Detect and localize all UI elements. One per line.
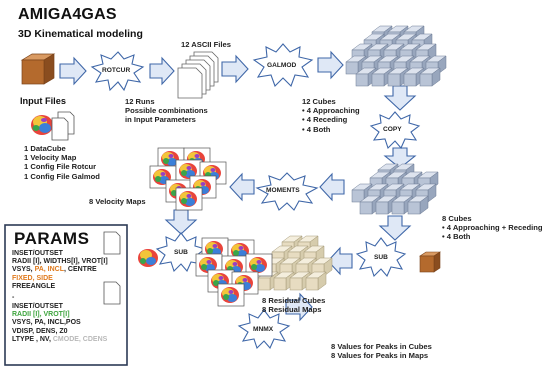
label-cubes-12: 12 Cubes • 4 Approaching • 4 Receding • … <box>302 97 360 134</box>
arrow-residual-to-mnmx <box>285 292 313 322</box>
input-datacube-icon <box>20 53 56 85</box>
arrow-galmod-to-cubes <box>317 50 344 80</box>
label-peaks: 8 Values for Peaks in Cubes 8 Values for… <box>331 342 432 361</box>
ascii-files-icon <box>177 51 219 99</box>
residual-maps-stack-icon <box>195 237 273 307</box>
datacube-small-icon <box>419 251 441 273</box>
step-copy: COPY <box>383 126 402 133</box>
copy-burst <box>369 111 421 150</box>
velocity-map-single-icon <box>138 249 158 267</box>
step-rotcur: ROTCUR <box>102 67 131 74</box>
sub-right-burst <box>355 237 407 278</box>
step-sub-right: SUB <box>374 254 388 261</box>
step-mnmx: MNMX <box>253 326 274 333</box>
arrow-ascii-to-galmod <box>221 54 249 84</box>
rotcur-burst <box>90 51 145 92</box>
step-moments: MOMENTS <box>266 187 300 194</box>
label-input-files: Input Files <box>20 96 66 106</box>
arrow-input-to-rotcur <box>59 56 87 86</box>
diagram-subtitle: 3D Kinematical modeling <box>18 28 143 40</box>
config-file-icons <box>51 111 75 141</box>
params-separator: - <box>12 294 15 301</box>
arrow-rotcur-to-ascii <box>149 56 175 86</box>
step-galmod: GALMOD <box>267 62 297 69</box>
label-residuals: 8 Residual Cubes 8 Residual Maps <box>262 296 326 315</box>
params-group-galmod: INSET/OUTSET RADII [I], VROT[I] VSYS, PA… <box>12 303 108 343</box>
galmod-burst <box>252 43 314 87</box>
arrow-sub-to-residual <box>327 246 353 276</box>
moments-burst <box>255 172 319 211</box>
input-velocity-map-icon <box>31 115 53 135</box>
label-cubes-8: 8 Cubes • 4 Approaching + Receding • 4 B… <box>442 214 542 242</box>
diagram-title: AMIGA4GAS <box>18 6 117 23</box>
label-runs: 12 Runs Possible combinations in Input P… <box>125 97 208 125</box>
label-ascii-files: 12 ASCII Files <box>181 40 231 49</box>
arrow-cubes-down <box>383 85 417 111</box>
arrow-cubes-to-moments <box>319 172 345 202</box>
arrow-moments-to-maps <box>229 172 255 202</box>
cubes-12-icon <box>345 25 447 87</box>
velocity-maps-stack-icon <box>149 147 227 211</box>
params-doc-icons <box>103 231 121 305</box>
cubes-8-icon <box>351 163 439 215</box>
arrow-cubes-down-right <box>378 215 412 241</box>
sub-left-burst <box>155 232 207 273</box>
mnmx-burst <box>237 309 291 350</box>
diagram-canvas: AMIGA4GAS 3D Kinematical modeling ROTCUR… <box>4 6 542 366</box>
params-group-rotcur: INSET/OUTSET RADII [I], WIDTHS[I], VROT[… <box>12 250 108 290</box>
arrow-maps-down <box>164 209 198 235</box>
params-title: PARAMS <box>14 229 90 248</box>
label-velocity-maps: 8 Velocity Maps <box>89 197 146 206</box>
step-sub-left: SUB <box>174 249 188 256</box>
label-inputs-list: 1 DataCube 1 Velocity Map 1 Config File … <box>24 144 100 181</box>
arrow-copy-down <box>383 147 417 169</box>
